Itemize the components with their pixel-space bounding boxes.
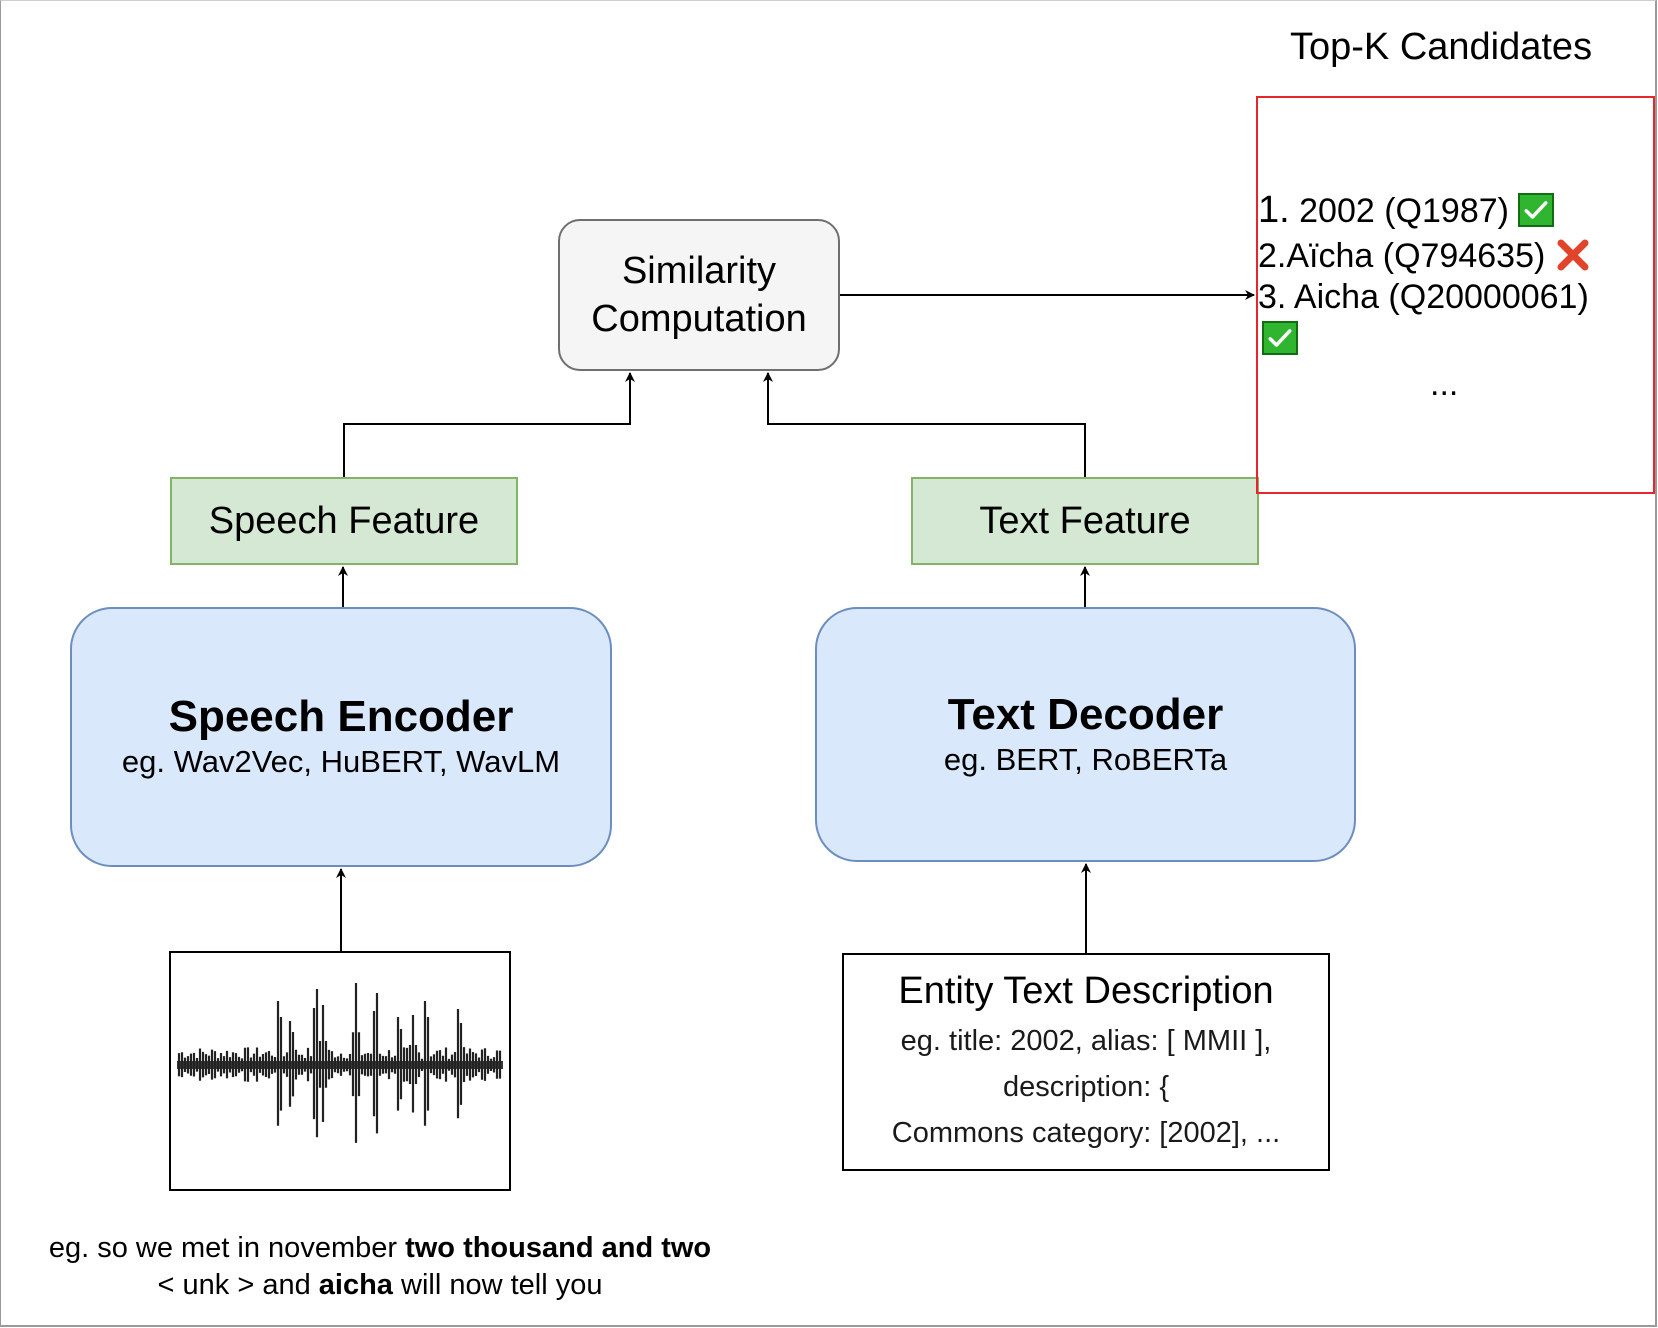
- check-mark-icon: [1262, 321, 1298, 355]
- arrow-speech-feature-to-similarity: [343, 372, 635, 477]
- entity-line-3: Commons category: [2002], ...: [891, 1117, 1281, 1149]
- candidate-text: Aïcha (Q794635): [1286, 237, 1555, 275]
- candidate-item-2: 2.Aïcha (Q794635): [1258, 236, 1591, 276]
- candidate-item-3: 3. Aicha (Q20000061): [1258, 277, 1589, 317]
- audio-waveform-box: [169, 951, 511, 1191]
- text-decoder-box: Text Decoder eg. BERT, RoBERTa: [815, 607, 1356, 862]
- utterance-bold-number: two thousand and two: [405, 1232, 712, 1264]
- text-feature-label: Text Feature: [979, 499, 1191, 542]
- text-feature-box: Text Feature: [911, 477, 1259, 565]
- example-utterance: eg. so we met in november two thousand a…: [20, 1230, 740, 1304]
- speech-encoder-title: Speech Encoder: [168, 692, 514, 741]
- candidate-number: 3.: [1258, 278, 1287, 316]
- utterance-bold-name: aicha: [318, 1269, 393, 1301]
- candidate-text: 2002 (Q1987): [1289, 192, 1519, 230]
- entity-title: Entity Text Description: [898, 970, 1274, 1012]
- cross-mark-icon: [1555, 237, 1591, 273]
- candidate-text: Aicha (Q20000061): [1286, 278, 1589, 316]
- topk-title: Top-K Candidates: [1290, 26, 1593, 68]
- speech-encoder-examples: eg. Wav2Vec, HuBERT, WavLM: [121, 744, 561, 779]
- arrow-text-feature-to-similarity: [763, 372, 1086, 477]
- utterance-prefix: eg. so we met in november: [48, 1232, 406, 1264]
- speech-feature-box: Speech Feature: [170, 477, 518, 565]
- utterance-suffix: will now tell you: [392, 1269, 603, 1301]
- check-mark-icon: [1518, 193, 1555, 228]
- candidate-number: 1.: [1258, 189, 1290, 231]
- candidate-item-1: 1. 2002 (Q1987): [1258, 189, 1555, 231]
- text-decoder-examples: eg. BERT, RoBERTa: [943, 741, 1228, 777]
- candidates-ellipsis: ...: [1430, 365, 1459, 403]
- similarity-label-line2: Computation: [591, 298, 807, 340]
- speech-encoder-box: Speech Encoder eg. Wav2Vec, HuBERT, WavL…: [70, 607, 612, 867]
- entity-text-description-box: Entity Text Description eg. title: 2002,…: [842, 953, 1330, 1171]
- entity-line-2: description: {: [1002, 1071, 1170, 1103]
- utterance-middle: < unk > and: [157, 1269, 319, 1301]
- speech-feature-label: Speech Feature: [208, 499, 480, 542]
- entity-line-1: eg. title: 2002, alias: [ MMII ],: [900, 1025, 1272, 1057]
- waveform-signal: [177, 983, 502, 1143]
- text-decoder-title: Text Decoder: [947, 689, 1224, 739]
- similarity-computation-box: Similarity Computation: [558, 219, 840, 371]
- similarity-label-line1: Similarity: [621, 250, 777, 292]
- waveform-image: [177, 983, 503, 1143]
- topk-candidates-box: [1256, 96, 1655, 494]
- candidate-number: 2.: [1258, 237, 1287, 275]
